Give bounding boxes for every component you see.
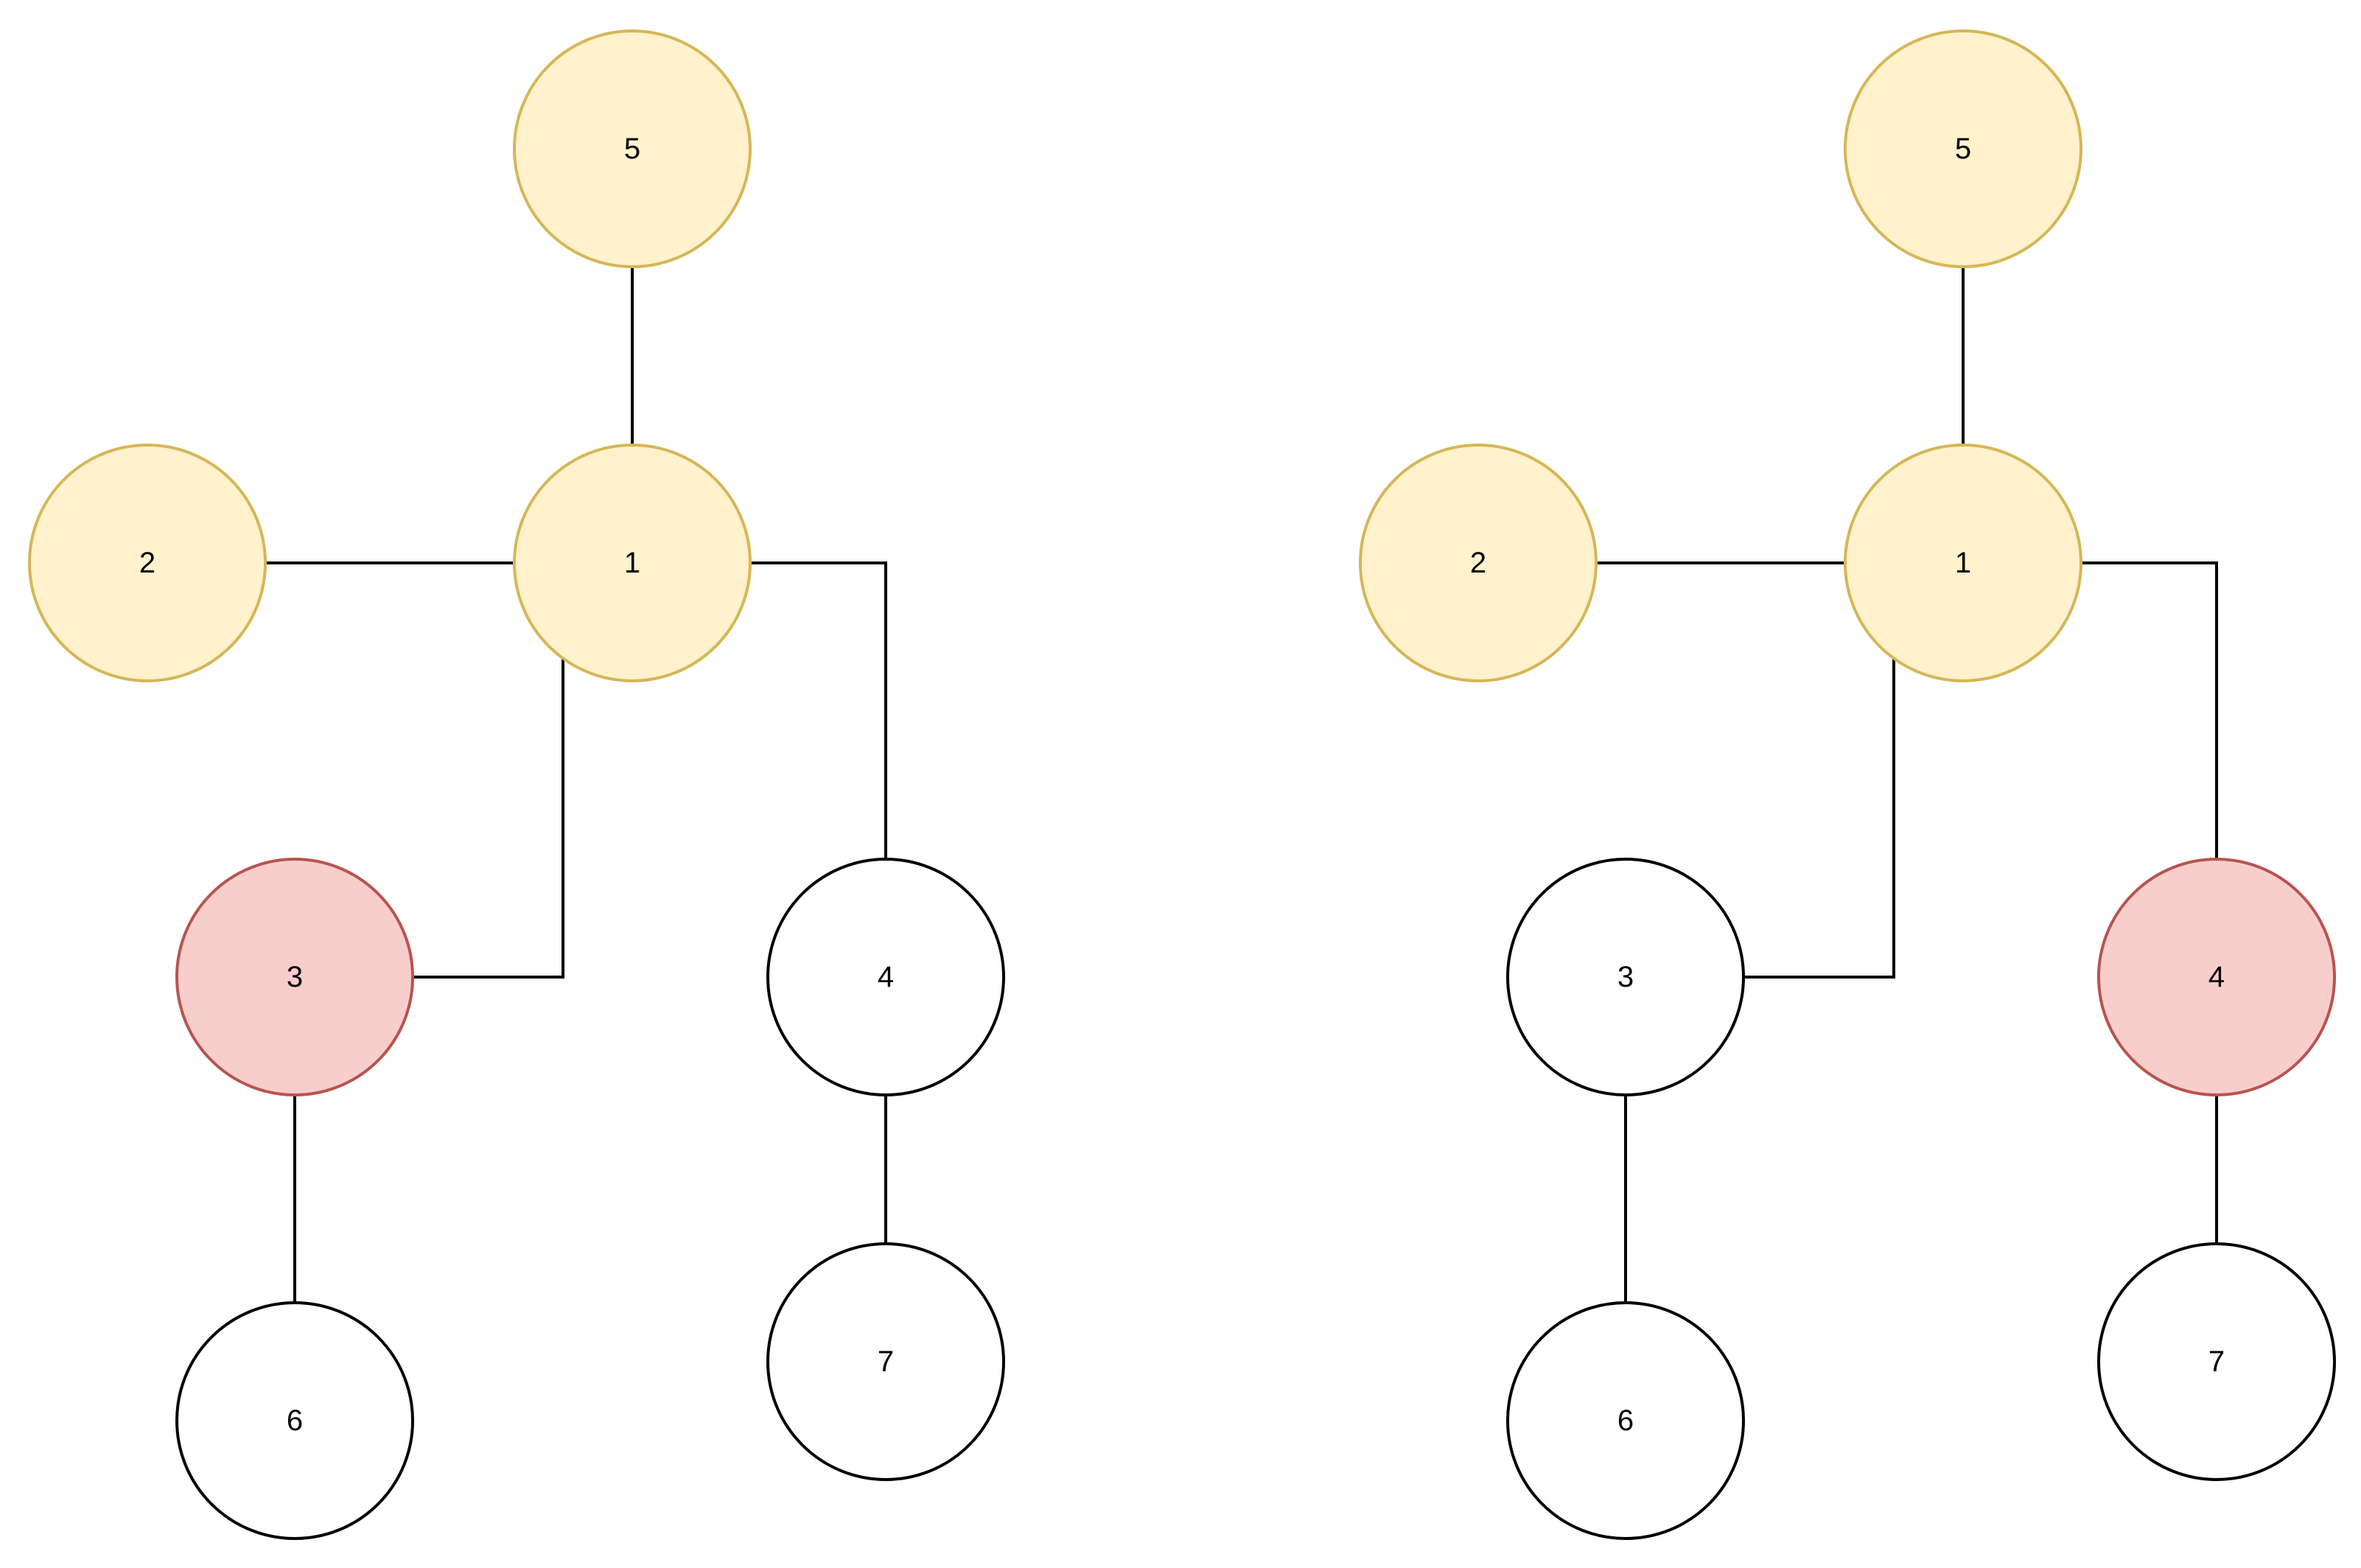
node-circle bbox=[1359, 444, 1598, 682]
node-label: 4 bbox=[878, 961, 894, 993]
node-label: 1 bbox=[1955, 547, 1971, 579]
node-4: 4 bbox=[2097, 858, 2336, 1096]
node-2: 2 bbox=[1359, 444, 1598, 682]
node-circle bbox=[175, 858, 414, 1096]
edge-1-4 bbox=[750, 561, 887, 859]
right-graph: 5 2 1 3 4 6 7 bbox=[1359, 29, 2336, 1540]
node-circle bbox=[1506, 1301, 1745, 1540]
node-circle bbox=[28, 444, 267, 682]
node-5: 5 bbox=[513, 29, 752, 268]
node-label: 3 bbox=[1617, 961, 1634, 993]
node-label: 6 bbox=[287, 1404, 303, 1437]
node-circle bbox=[1844, 444, 2082, 682]
edge-1-3 bbox=[413, 656, 564, 979]
node-2: 2 bbox=[28, 444, 267, 682]
node-7: 7 bbox=[2097, 1242, 2336, 1481]
edge-1-4 bbox=[2081, 561, 2218, 859]
node-4: 4 bbox=[766, 858, 1005, 1096]
node-label: 1 bbox=[624, 547, 640, 579]
node-6: 6 bbox=[175, 1301, 414, 1540]
node-circle bbox=[175, 1301, 414, 1540]
node-label: 4 bbox=[2208, 961, 2225, 993]
node-circle bbox=[766, 1242, 1005, 1481]
node-label: 5 bbox=[624, 133, 640, 165]
node-1: 1 bbox=[1844, 444, 2082, 682]
node-circle bbox=[1506, 858, 1745, 1096]
node-label: 2 bbox=[1470, 547, 1486, 579]
node-label: 5 bbox=[1955, 133, 1971, 165]
node-circle bbox=[1844, 29, 2082, 268]
node-circle bbox=[2097, 1242, 2336, 1481]
node-3: 3 bbox=[175, 858, 414, 1096]
node-1: 1 bbox=[513, 444, 752, 682]
left-graph: 5 2 1 3 4 6 7 bbox=[28, 29, 1005, 1540]
node-circle bbox=[766, 858, 1005, 1096]
node-label: 7 bbox=[2208, 1345, 2225, 1378]
node-circle bbox=[513, 444, 752, 682]
node-label: 2 bbox=[139, 547, 155, 579]
node-label: 7 bbox=[878, 1345, 894, 1378]
node-circle bbox=[2097, 858, 2336, 1096]
node-7: 7 bbox=[766, 1242, 1005, 1481]
edge-1-3 bbox=[1743, 656, 1895, 979]
node-3: 3 bbox=[1506, 858, 1745, 1096]
node-label: 3 bbox=[287, 961, 303, 993]
node-5: 5 bbox=[1844, 29, 2082, 268]
node-label: 6 bbox=[1617, 1404, 1634, 1437]
node-circle bbox=[513, 29, 752, 268]
node-6: 6 bbox=[1506, 1301, 1745, 1540]
